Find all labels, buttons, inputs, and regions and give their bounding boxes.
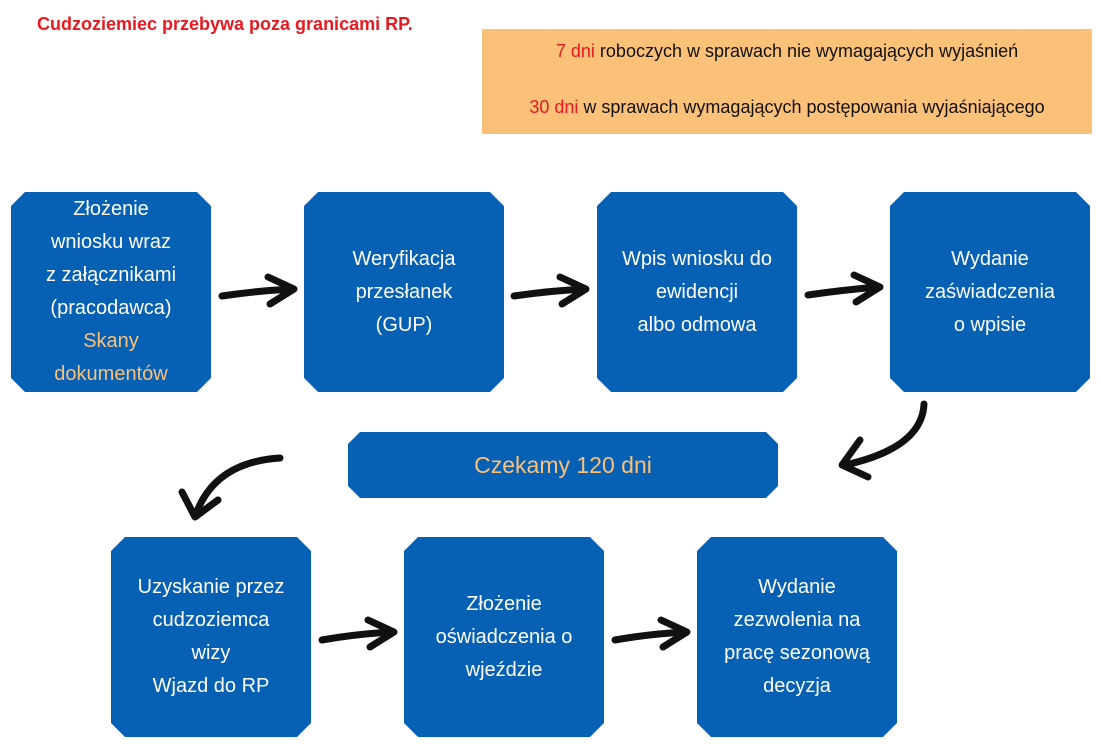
- step-text-line: wniosku wraz: [50, 231, 172, 253]
- deadline-line-complex: 30 dni w sprawach wymagających postępowa…: [482, 97, 1092, 118]
- step-text-line: albo odmowa: [637, 313, 757, 336]
- step-text-line: Wpis wniosku do: [621, 247, 773, 270]
- step-obtain-visa: Uzyskanie przez cudzoziemca wizy Wjazd d…: [111, 537, 311, 737]
- arrow-right-icon: [218, 273, 298, 308]
- step-text-line: zezwolenia na: [733, 609, 861, 631]
- step-text-line: Wydanie: [758, 576, 836, 598]
- step-issue-certificate: Wydanie zaświadczenia o wpisie: [890, 192, 1090, 392]
- deadline-info-box: 7 dni roboczych w sprawach nie wymagając…: [482, 29, 1092, 134]
- page-title: Cudzoziemiec przebywa poza granicami RP.: [37, 14, 413, 34]
- step-text-line: zaświadczenia: [924, 280, 1056, 303]
- step-highlight-line: Skany: [83, 330, 139, 352]
- step-text-line: Wjazd do RP: [152, 675, 270, 697]
- step-text-line: z załącznikami: [45, 264, 177, 286]
- step-text-line: pracę sezonową: [724, 642, 870, 664]
- deadline-days-7: 7 dni: [555, 41, 595, 61]
- arrow-right-icon: [510, 273, 590, 308]
- step-registration: Wpis wniosku do ewidencji albo odmowa: [597, 192, 797, 392]
- step-text-line: o wpisie: [953, 313, 1027, 336]
- waiting-period-bar: Czekamy 120 dni: [348, 432, 778, 498]
- step-text-line: (pracodawca): [50, 297, 172, 319]
- step-text-line: Uzyskanie przez: [137, 576, 285, 598]
- step-text-line: Złożenie: [466, 592, 542, 615]
- deadline-text-simple: roboczych w sprawach nie wymagających wy…: [594, 41, 1019, 61]
- arrow-right-icon: [318, 616, 398, 651]
- deadline-days-30: 30 dni: [529, 97, 579, 117]
- step-text-line: Wydanie: [951, 247, 1029, 270]
- step-text-line: oświadczenia o: [435, 625, 573, 648]
- step-text-line: (GUP): [375, 313, 433, 336]
- waiting-period-label: Czekamy 120 dni: [474, 451, 652, 478]
- deadline-line-simple: 7 dni roboczych w sprawach nie wymagając…: [482, 41, 1092, 62]
- step-text-line: przesłanek: [355, 280, 453, 303]
- curved-arrow-down-left-icon: [178, 454, 284, 521]
- step-text-line: Złożenie: [73, 198, 149, 220]
- step-seasonal-permit: Wydanie zezwolenia na pracę sezonową dec…: [697, 537, 897, 737]
- arrow-right-icon: [611, 616, 691, 651]
- step-text-line: decyzja: [763, 675, 831, 697]
- step-text-line: Weryfikacja: [352, 247, 456, 270]
- deadline-text-complex: w sprawach wymagających postępowania wyj…: [578, 97, 1045, 117]
- step-text-line: cudzoziemca: [152, 609, 270, 631]
- arrow-right-icon: [804, 271, 884, 306]
- step-text-line: wjeździe: [465, 658, 543, 681]
- step-verification: Weryfikacja przesłanek (GUP): [304, 192, 504, 392]
- step-text-line: wizy: [191, 642, 231, 664]
- step-submit-application: Złożenie wniosku wraz z załącznikami (pr…: [11, 192, 211, 392]
- curved-arrow-down-left-icon: [838, 400, 928, 481]
- step-text-line: ewidencji: [655, 280, 739, 303]
- step-highlight-line: dokumentów: [54, 363, 168, 385]
- step-entry-declaration: Złożenie oświadczenia o wjeździe: [404, 537, 604, 737]
